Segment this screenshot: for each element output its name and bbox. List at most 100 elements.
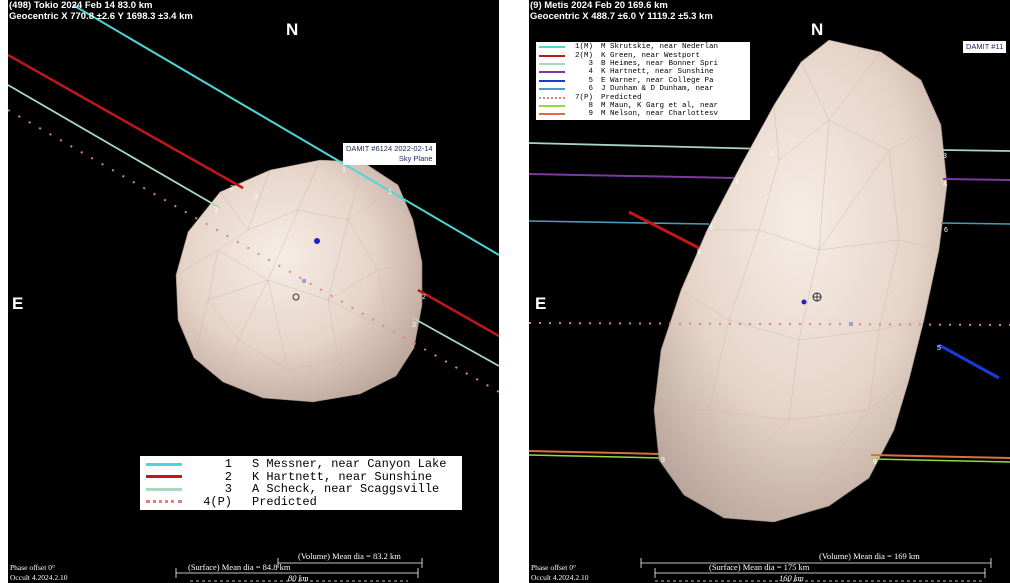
legend-swatch: [539, 79, 565, 82]
legend-row: 3 B Heimes, near Bonner Spri: [536, 60, 750, 68]
svg-text:2: 2: [254, 194, 258, 201]
svg-text:5: 5: [937, 345, 941, 352]
legend-number: 1: [224, 457, 232, 472]
legend-row: 2(M)K Green, near Westport: [536, 51, 750, 60]
legend-swatch: [539, 71, 565, 74]
svg-text:3: 3: [214, 207, 218, 214]
svg-text:2: 2: [422, 294, 426, 301]
legend-number: 3: [588, 59, 593, 68]
chord-line-3-lower: [412, 317, 499, 367]
occult-version-label: Occult 4.2024.2.10: [531, 573, 589, 582]
legend-text: M Skrutskie, near Nederlan: [601, 43, 719, 52]
legend-swatch: [146, 487, 182, 491]
north-label: N: [286, 20, 299, 39]
legend-number: 4(P): [203, 494, 232, 509]
legend-text: B Heimes, near Bonner Spri: [601, 59, 719, 68]
svg-text:8: 8: [697, 249, 701, 256]
east-label: E: [535, 294, 547, 313]
scale-label: 80 km: [288, 573, 309, 583]
chord-markers: 3 4 6 8 9 3 4 6 9 5: [661, 151, 948, 466]
metis-legend: 1(M) M Skrutskie, near Nederlan 2(M)K Gre…: [536, 42, 750, 120]
legend-row: 5 E Warner, near College Pa: [536, 77, 750, 85]
legend-swatch: [539, 88, 565, 91]
legend-number: 1(M): [574, 43, 593, 52]
tokio-occultation-panel: 1 2 2 3 1 2 3 (498) Tokio 2024 Feb 14 83…: [8, 0, 499, 583]
legend-text: Predicted: [252, 494, 317, 509]
legend-row: 1 S Messner, near Canyon Lake: [140, 457, 462, 472]
reference-mark: [302, 279, 306, 283]
volume-mean-dia: (Volume) Mean dia = 169 km: [819, 551, 920, 561]
phase-offset-label: Phase offset 0°: [10, 563, 55, 572]
chord-line-9-right: [870, 454, 1010, 459]
sky-plane-text: Sky Plane: [398, 154, 433, 163]
surface-mean-dia: (Surface) Mean dia = 84.8 km: [188, 562, 291, 572]
occult-version-label: Occult 4.2024.2.10: [10, 573, 68, 582]
chord-line-2-upper: [8, 53, 244, 190]
svg-text:9: 9: [873, 459, 877, 466]
metis-occultation-panel: 3 4 6 8 9 3 4 6 9 5 (9) Metis 2024 Feb 2: [529, 0, 1010, 583]
chord-line-8-left: [529, 454, 662, 459]
legend-row: 3 A Scheck, near Scaggsville: [140, 482, 462, 497]
svg-text:4: 4: [943, 181, 947, 188]
scale-bars: [640, 558, 992, 582]
reference-mark: [849, 322, 853, 326]
legend-number: 8: [588, 101, 593, 110]
legend-swatch: [539, 54, 565, 57]
legend-text: K Hartnett, near Sunshine: [252, 469, 433, 484]
tokio-legend: 1 S Messner, near Canyon Lake 2 K Hartne…: [140, 456, 462, 510]
svg-text:1: 1: [388, 189, 392, 196]
north-label: N: [811, 20, 824, 39]
center-crosshair: [292, 293, 300, 301]
scale-bars: [175, 558, 423, 582]
svg-text:9: 9: [661, 457, 665, 464]
metis-shape-facets: [654, 51, 942, 523]
legend-swatch: [539, 113, 565, 116]
damit-sky-plane-label: DAMIT #6124 2022-02-14 Sky Plane: [343, 143, 436, 165]
legend-number: 5: [588, 76, 593, 85]
legend-swatch: [539, 46, 565, 49]
chord-line-3-upper: [8, 84, 221, 209]
tokio-header-line-2: Geocentric X 770.8 ±2.6 Y 1698.3 ±3.4 km: [9, 11, 193, 22]
chord-line-1: [72, 4, 499, 256]
legend-row: 7(P)Predicted: [536, 93, 750, 102]
legend-row: 4(P) Predicted: [140, 494, 462, 509]
tokio-shape-facets: [175, 159, 423, 403]
chord-line-9-left: [529, 450, 662, 455]
phase-offset-label: Phase offset 0°: [531, 563, 576, 572]
legend-text: K Green, near Westport: [601, 51, 701, 60]
chord-line-6-right: [940, 222, 1010, 225]
chord-markers: 1 2 2 3 1 2 3: [214, 167, 426, 329]
surface-mean-dia: (Surface) Mean dia = 175 km: [709, 562, 810, 572]
legend-swatch: [146, 475, 182, 479]
svg-text:4: 4: [735, 179, 739, 186]
chord-line-8-right: [870, 458, 1010, 463]
predicted-path: [529, 322, 1010, 326]
legend-text: M Nelson, near Charlottesv: [601, 110, 719, 119]
legend-number: 3: [224, 482, 232, 497]
svg-text:6: 6: [709, 225, 713, 232]
legend-row: 2 K Hartnett, near Sunshine: [140, 469, 462, 484]
legend-swatch: [539, 104, 565, 107]
metis-header-line-1: (9) Metis 2024 Feb 20 169.6 km: [530, 0, 668, 11]
center-point-blue: [801, 299, 807, 305]
legend-text: K Hartnett, near Sunshine: [601, 68, 714, 77]
chord-line-2-segment: [628, 210, 700, 250]
legend-swatch: [539, 62, 565, 65]
svg-text:6: 6: [944, 227, 948, 234]
chord-line-3-left: [529, 142, 770, 150]
chord-line-3-right: [942, 149, 1010, 152]
damit-label: DAMIT #11: [963, 41, 1007, 53]
svg-text:2: 2: [230, 185, 234, 192]
legend-text: E Warner, near College Pa: [601, 76, 714, 85]
svg-text:1: 1: [342, 167, 346, 174]
legend-text: M Maun, K Garg et al, near: [601, 101, 719, 110]
volume-mean-dia: (Volume) Mean dia = 83.2 km: [298, 551, 401, 561]
tokio-sky-plane-plot: 1 2 2 3 1 2 3: [8, 4, 499, 582]
legend-number: 7(P): [574, 93, 593, 102]
legend-text: S Messner, near Canyon Lake: [252, 457, 447, 472]
tokio-shape-model: [175, 159, 423, 403]
svg-text:3: 3: [769, 151, 773, 158]
